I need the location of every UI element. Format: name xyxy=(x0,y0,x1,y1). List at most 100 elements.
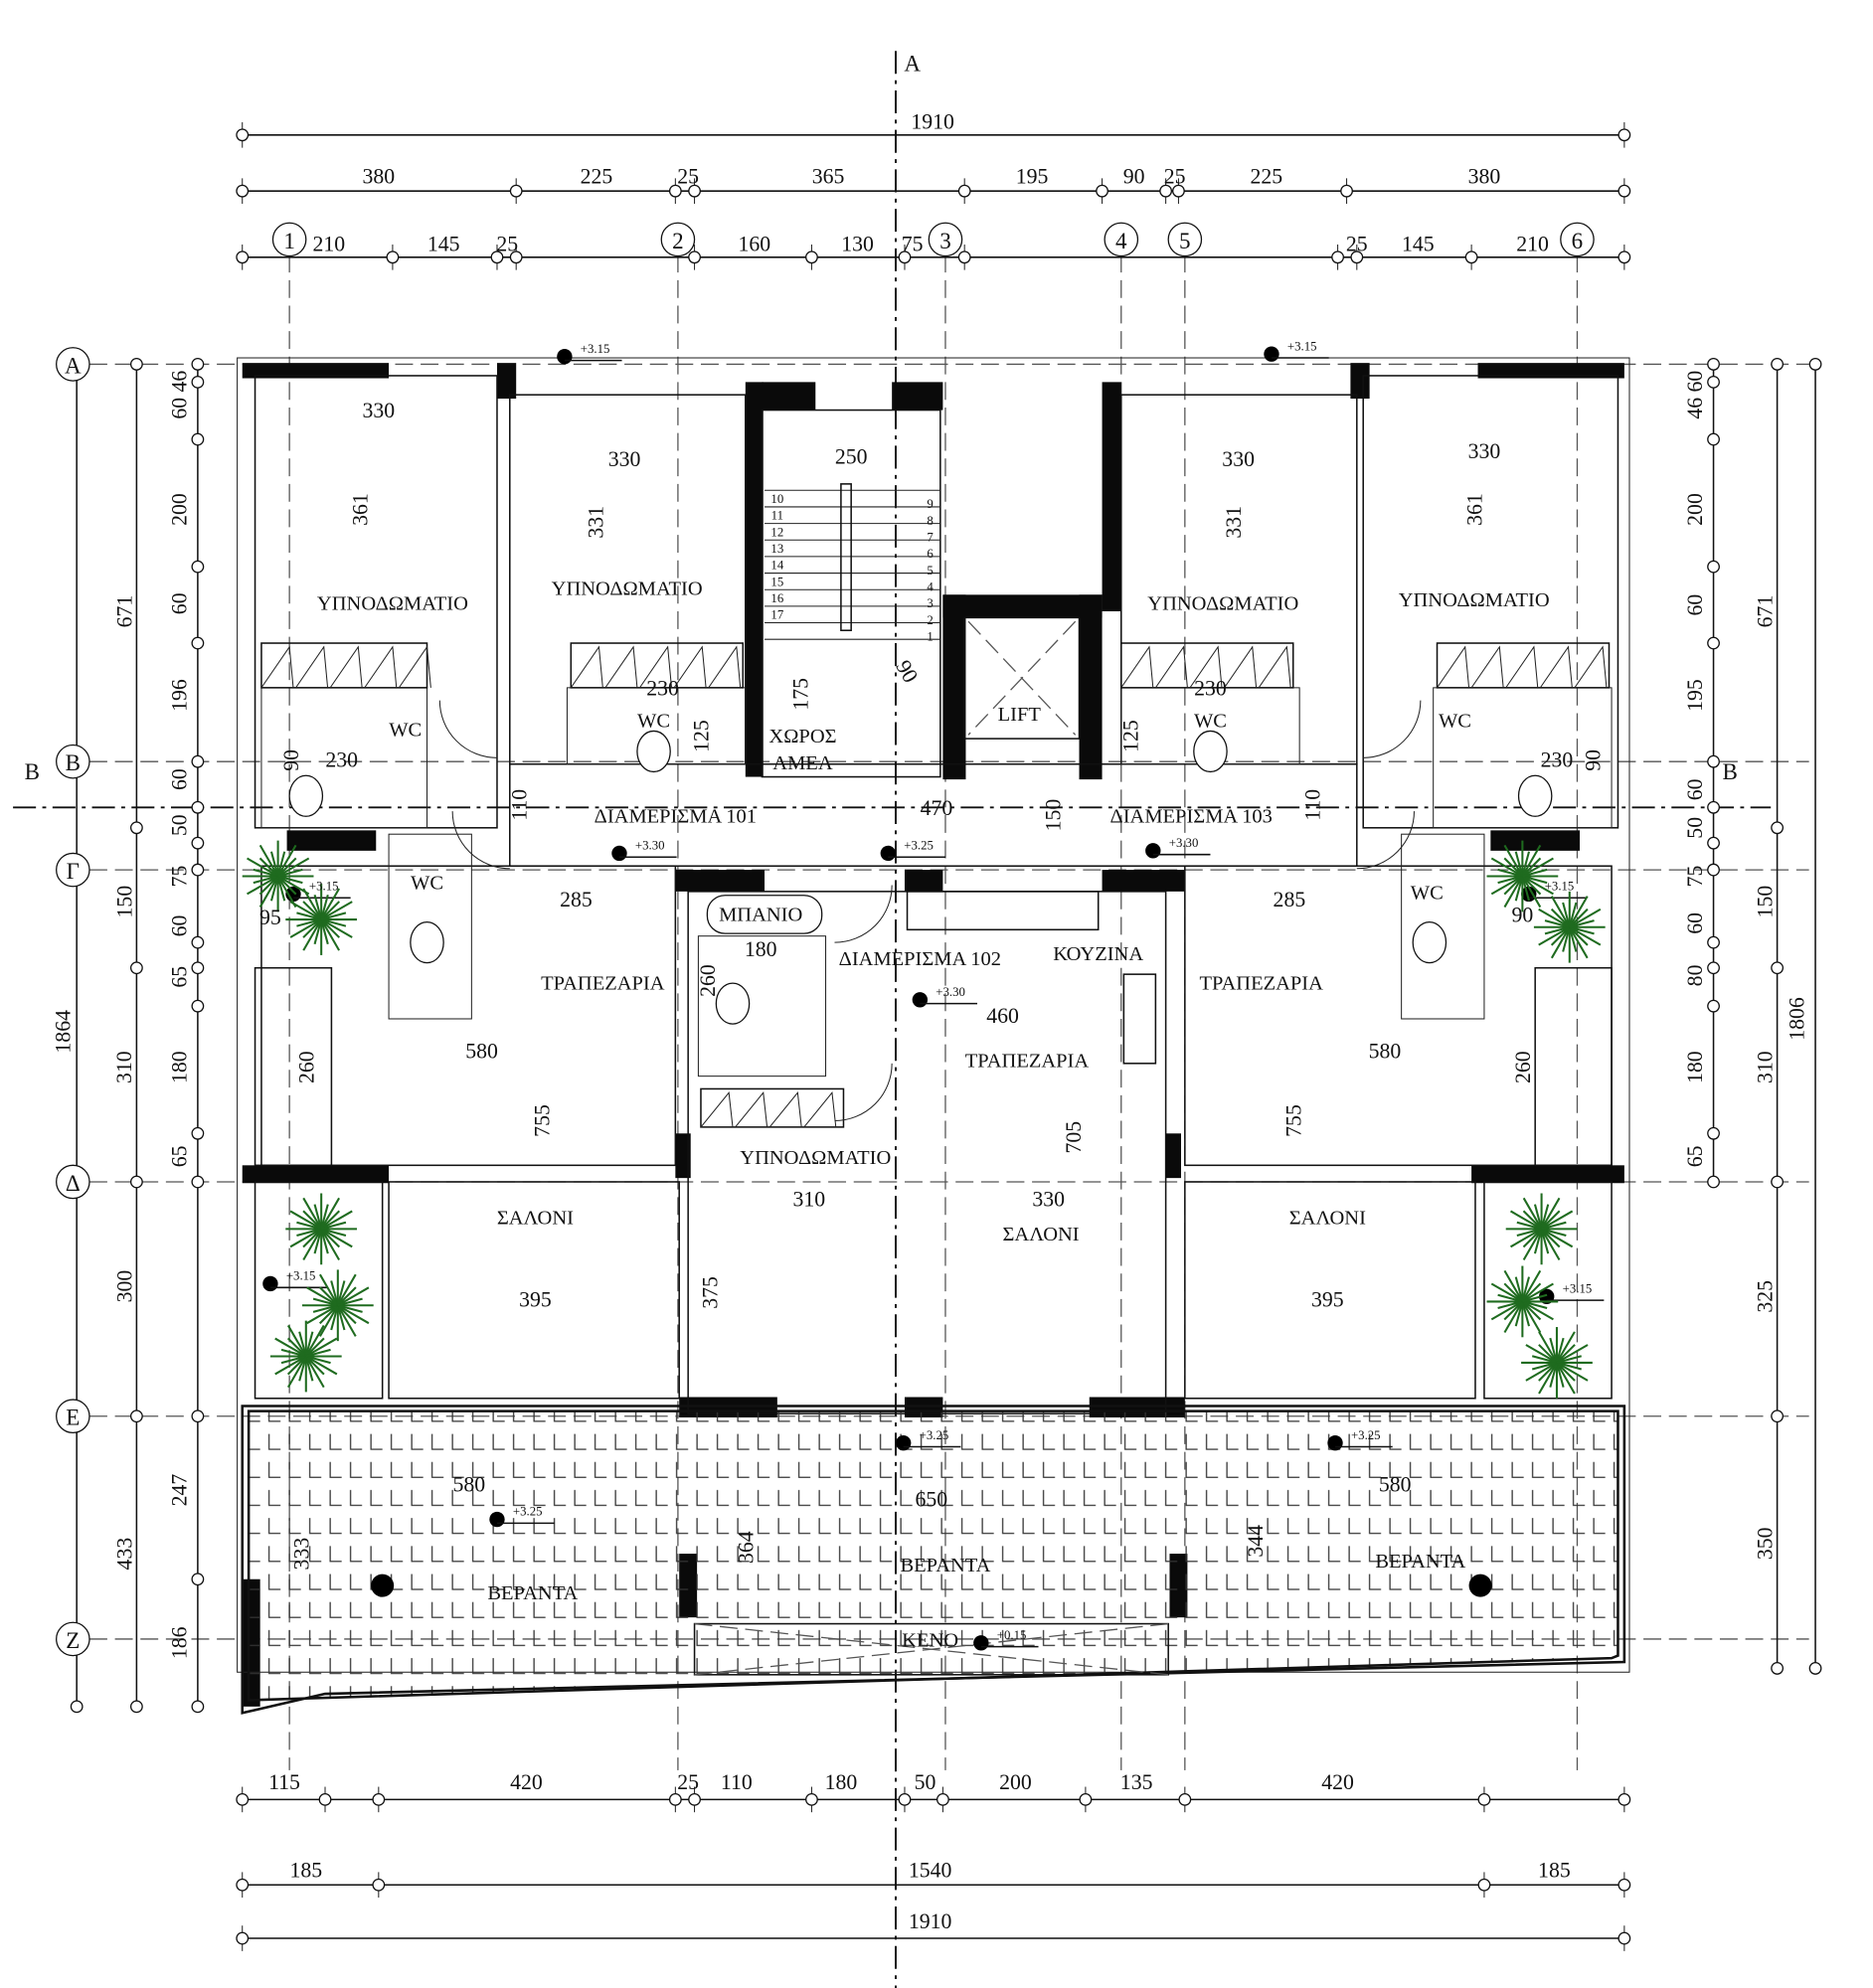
grid-row-label: Ζ xyxy=(66,1627,80,1653)
dimension-label: 25 xyxy=(677,1770,699,1794)
plant-leaf xyxy=(320,1228,340,1260)
wardrobe-hatch xyxy=(768,1091,802,1128)
dimension-tick xyxy=(129,358,143,371)
toilet-icon xyxy=(1412,920,1447,964)
stair-step-number: 14 xyxy=(770,559,783,573)
plant-leaf xyxy=(1503,844,1524,877)
wet-room-tiles xyxy=(1401,833,1485,1020)
dimension-label: 247 xyxy=(167,1474,191,1507)
plant-leaf xyxy=(313,895,323,920)
room-outline xyxy=(254,1181,384,1400)
dimension-label: 60 xyxy=(167,768,191,790)
plant-leaf xyxy=(320,918,341,938)
plant-leaf xyxy=(320,1229,329,1254)
dimension-label: 180 xyxy=(745,937,777,961)
stair-step-number: 8 xyxy=(927,514,933,528)
dimension-tick xyxy=(1771,358,1785,371)
dimension-label: 365 xyxy=(812,164,845,188)
dimension-tick xyxy=(1477,1878,1491,1892)
dimension-label: 125 xyxy=(690,720,714,752)
room-label: ΧΩΡΟΣ xyxy=(768,726,836,747)
plant-leaf xyxy=(1550,908,1571,928)
dimension-label: 755 xyxy=(1281,1104,1305,1137)
dimension-tick xyxy=(1618,128,1631,142)
wall-segment xyxy=(242,1165,390,1184)
room-label: ΑΜΕΑ xyxy=(772,752,833,774)
elevation-label: +3.15 xyxy=(309,880,339,894)
dimension-label: 90 xyxy=(1582,749,1606,771)
wall-segment xyxy=(942,594,1103,618)
plant-leaf xyxy=(289,918,322,938)
dimension-tick xyxy=(957,250,971,264)
wardrobe-hatch xyxy=(735,1091,768,1128)
dimension-tick xyxy=(191,358,205,371)
plant-leaf xyxy=(1522,1228,1543,1260)
plant-leaf xyxy=(1497,1293,1523,1303)
plant-leaf xyxy=(286,1337,307,1358)
dimension-tick xyxy=(191,432,205,446)
plant-leaf xyxy=(306,1286,339,1307)
dimension-label: 195 xyxy=(1683,679,1707,712)
dimension-label: 420 xyxy=(510,1770,543,1794)
plant-leaf xyxy=(1538,925,1571,946)
plant-leaf xyxy=(1569,908,1602,928)
wardrobe-hatch xyxy=(295,645,329,689)
plant-leaf xyxy=(1514,1301,1524,1327)
plant-leaf xyxy=(320,1221,347,1231)
plant-leaf xyxy=(337,1304,357,1325)
dimension-tick xyxy=(191,961,205,975)
wall-segment xyxy=(286,830,377,851)
room-label: ΤΡΑΠΕΖΑΡΙΑ xyxy=(965,1051,1090,1073)
dimension-tick xyxy=(1178,1792,1192,1806)
plant-leaf xyxy=(1516,1228,1542,1238)
dimension-tick xyxy=(1477,1792,1491,1806)
plant-leaf xyxy=(276,876,286,902)
grid-bubble xyxy=(660,222,696,257)
plant-leaf xyxy=(1521,851,1530,877)
dimension-label: 364 xyxy=(735,1531,759,1564)
dimension-tick xyxy=(898,1792,912,1806)
dimension-label: 90 xyxy=(1123,164,1145,188)
plant-leaf xyxy=(286,1324,307,1358)
dimension-label: 210 xyxy=(313,232,346,255)
dimension-tick xyxy=(191,1175,205,1189)
plant-leaf xyxy=(1521,1300,1554,1321)
dimension-label: 145 xyxy=(1402,232,1435,255)
plant-leaf xyxy=(320,1228,353,1248)
plant-leaf xyxy=(337,1286,357,1306)
dimension-label: 395 xyxy=(519,1288,552,1312)
plant-leaf xyxy=(1503,875,1524,909)
plant-leaf xyxy=(1521,1282,1554,1303)
plant-leaf xyxy=(1521,1300,1542,1333)
plant-icon xyxy=(1533,891,1606,963)
plant-leaf xyxy=(337,1297,363,1307)
plant-leaf xyxy=(289,1228,322,1248)
plant-leaf xyxy=(1533,1229,1543,1254)
dimension-tick xyxy=(1350,250,1364,264)
dimension-label: 130 xyxy=(841,232,874,255)
dimension-label: 150 xyxy=(1753,886,1777,918)
plant-leaf xyxy=(305,1337,325,1358)
stair-step-number: 1 xyxy=(927,629,933,643)
wall-segment xyxy=(242,363,390,379)
plants xyxy=(242,840,1606,1399)
room-label: ΤΡΑΠΕΖΑΡΙΑ xyxy=(541,973,665,995)
room-label: ΥΠΝΟΔΩΜΑΤΙΟ xyxy=(1147,593,1298,615)
dimension-tick xyxy=(1707,836,1720,850)
room-label: ΤΡΑΠΕΖΑΡΙΑ xyxy=(1199,973,1323,995)
stair-step-number: 7 xyxy=(927,531,934,545)
dimension-label: 60 xyxy=(1683,594,1707,616)
plant-leaf xyxy=(1521,1269,1542,1302)
dimension-tick xyxy=(1771,1175,1785,1189)
elevation-label: +3.25 xyxy=(920,1428,949,1442)
elevation-marker-icon xyxy=(611,845,627,862)
dimension-label: 25 xyxy=(1164,164,1186,188)
plant-leaf xyxy=(302,901,322,920)
wardrobe-hatch xyxy=(673,645,707,689)
door-swing xyxy=(834,1063,893,1121)
wet-room-tiles xyxy=(697,935,827,1077)
dimension-label: 671 xyxy=(1753,595,1777,628)
plant-leaf xyxy=(1521,875,1542,909)
dimension-tick xyxy=(191,863,205,877)
dimension-tick xyxy=(191,560,205,574)
